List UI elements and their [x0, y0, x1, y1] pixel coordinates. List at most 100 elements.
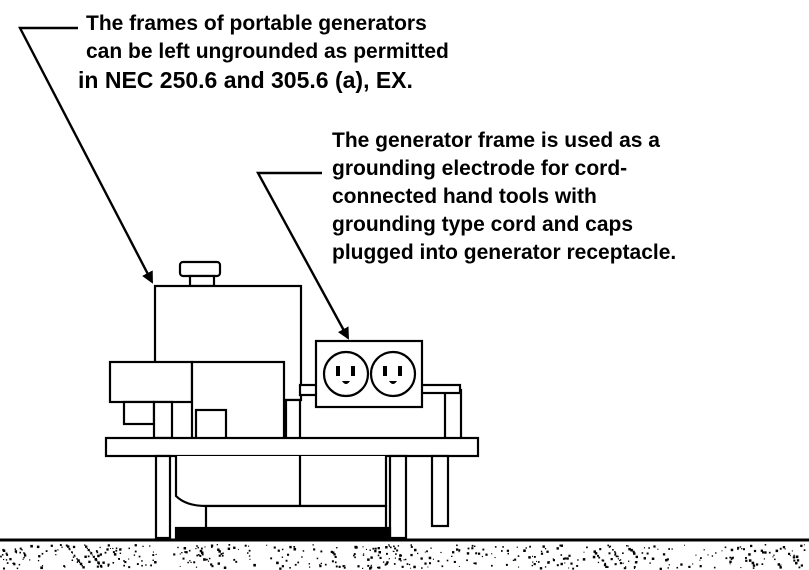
ground-speck: [597, 554, 599, 557]
ground-speck: [207, 560, 210, 562]
ground-speck: [210, 563, 213, 566]
ground-speck: [393, 563, 396, 565]
ground-speck: [420, 557, 423, 560]
ground-speck: [189, 560, 191, 562]
ground-speck: [452, 551, 455, 554]
ground-speck: [516, 546, 518, 548]
ground-speck: [453, 560, 456, 563]
generator: [104, 260, 480, 540]
leg-left: [154, 454, 172, 540]
ground-speck: [19, 551, 21, 554]
ground-speck: [614, 551, 616, 553]
ground-speck: [154, 561, 157, 564]
ground-speck: [183, 547, 187, 550]
ground-speck: [107, 544, 110, 547]
ground-speck: [78, 561, 81, 563]
ground-speck: [793, 559, 796, 562]
ground-speck: [354, 545, 357, 549]
ground-speck: [385, 546, 388, 549]
ground-speck: [205, 558, 208, 561]
ground-speck: [494, 546, 497, 548]
ground-speck: [803, 549, 806, 551]
ground-speck: [136, 563, 139, 565]
ground-speck: [45, 550, 48, 552]
ground-speck: [394, 547, 397, 550]
ground-speck: [334, 555, 337, 558]
ground-speck: [67, 545, 70, 548]
ground-speck: [99, 546, 101, 549]
ground-speck: [437, 560, 440, 563]
ground-speck: [73, 554, 76, 557]
ground-speck: [222, 552, 224, 554]
ground-speck: [221, 554, 224, 557]
ground-speck: [382, 561, 385, 563]
ground-speck: [713, 566, 716, 569]
ground-speck: [481, 555, 483, 558]
ground-speck: [556, 564, 559, 567]
ground-speck: [150, 564, 152, 567]
ground-speck: [773, 554, 775, 556]
ground-speck: [667, 567, 669, 569]
ground-speck: [142, 545, 144, 547]
ground-speck: [570, 562, 573, 565]
ground-speck: [485, 553, 488, 556]
ground-speck: [597, 561, 600, 564]
frame-post-left: [284, 398, 302, 442]
ground-speck: [427, 566, 429, 568]
frames-note-line-3: in NEC 250.6 and 305.6 (a), EX.: [78, 67, 413, 93]
ground-speck: [173, 553, 176, 556]
ground-speck: [201, 547, 203, 550]
ground-speck: [643, 557, 646, 560]
ground-speck: [626, 545, 628, 547]
ground-speck: [248, 545, 250, 547]
ground-speck: [392, 550, 394, 552]
ground-speck: [211, 546, 213, 548]
ground-speck: [711, 555, 714, 557]
ground-speck: [227, 547, 231, 550]
ground-speck: [301, 556, 303, 558]
ground-speck: [540, 552, 544, 555]
ground-speck: [793, 554, 795, 557]
ground-speck: [388, 558, 390, 560]
ground-speck: [81, 565, 83, 567]
ground-speck: [313, 548, 316, 551]
ground-speck: [451, 555, 453, 557]
ground-speck: [471, 547, 474, 550]
frames-note-line-2: can be left ungrounded as permitted: [86, 40, 449, 63]
ground-speck: [297, 561, 300, 564]
ground-speck: [197, 546, 199, 549]
ground-speck: [666, 558, 669, 561]
ground-speck: [372, 547, 375, 550]
ground-speck: [552, 558, 554, 560]
ground-speck: [55, 554, 57, 556]
ground-speck: [223, 566, 227, 569]
ground-speck: [514, 558, 517, 561]
ground-speck: [113, 553, 117, 556]
ground-speck: [777, 563, 781, 566]
ground-speck: [491, 553, 493, 555]
ground-speck: [737, 546, 740, 549]
ground-speck: [64, 566, 66, 568]
ground-speck: [179, 565, 181, 567]
ground-speck: [729, 556, 732, 559]
ground-speck: [491, 564, 493, 567]
ground-speck: [333, 553, 336, 556]
ground-speck: [599, 548, 602, 551]
ground-speck: [544, 566, 547, 568]
frames-note-line-1: The frames of portable generators: [86, 12, 427, 35]
ground-speck: [531, 564, 533, 567]
ground-speck: [247, 552, 249, 554]
ground-speck: [424, 562, 427, 565]
ground-speck: [725, 557, 728, 560]
ground-speck: [466, 552, 470, 555]
ground-speck: [795, 555, 799, 559]
ground-speck: [699, 565, 702, 568]
ground-speck: [155, 553, 157, 555]
ground-speck: [539, 567, 543, 570]
ground-speck: [199, 549, 203, 553]
ground-speck: [124, 561, 127, 564]
ground-speck: [512, 559, 515, 561]
ground-speck: [633, 566, 636, 568]
ground-speck: [624, 567, 627, 569]
